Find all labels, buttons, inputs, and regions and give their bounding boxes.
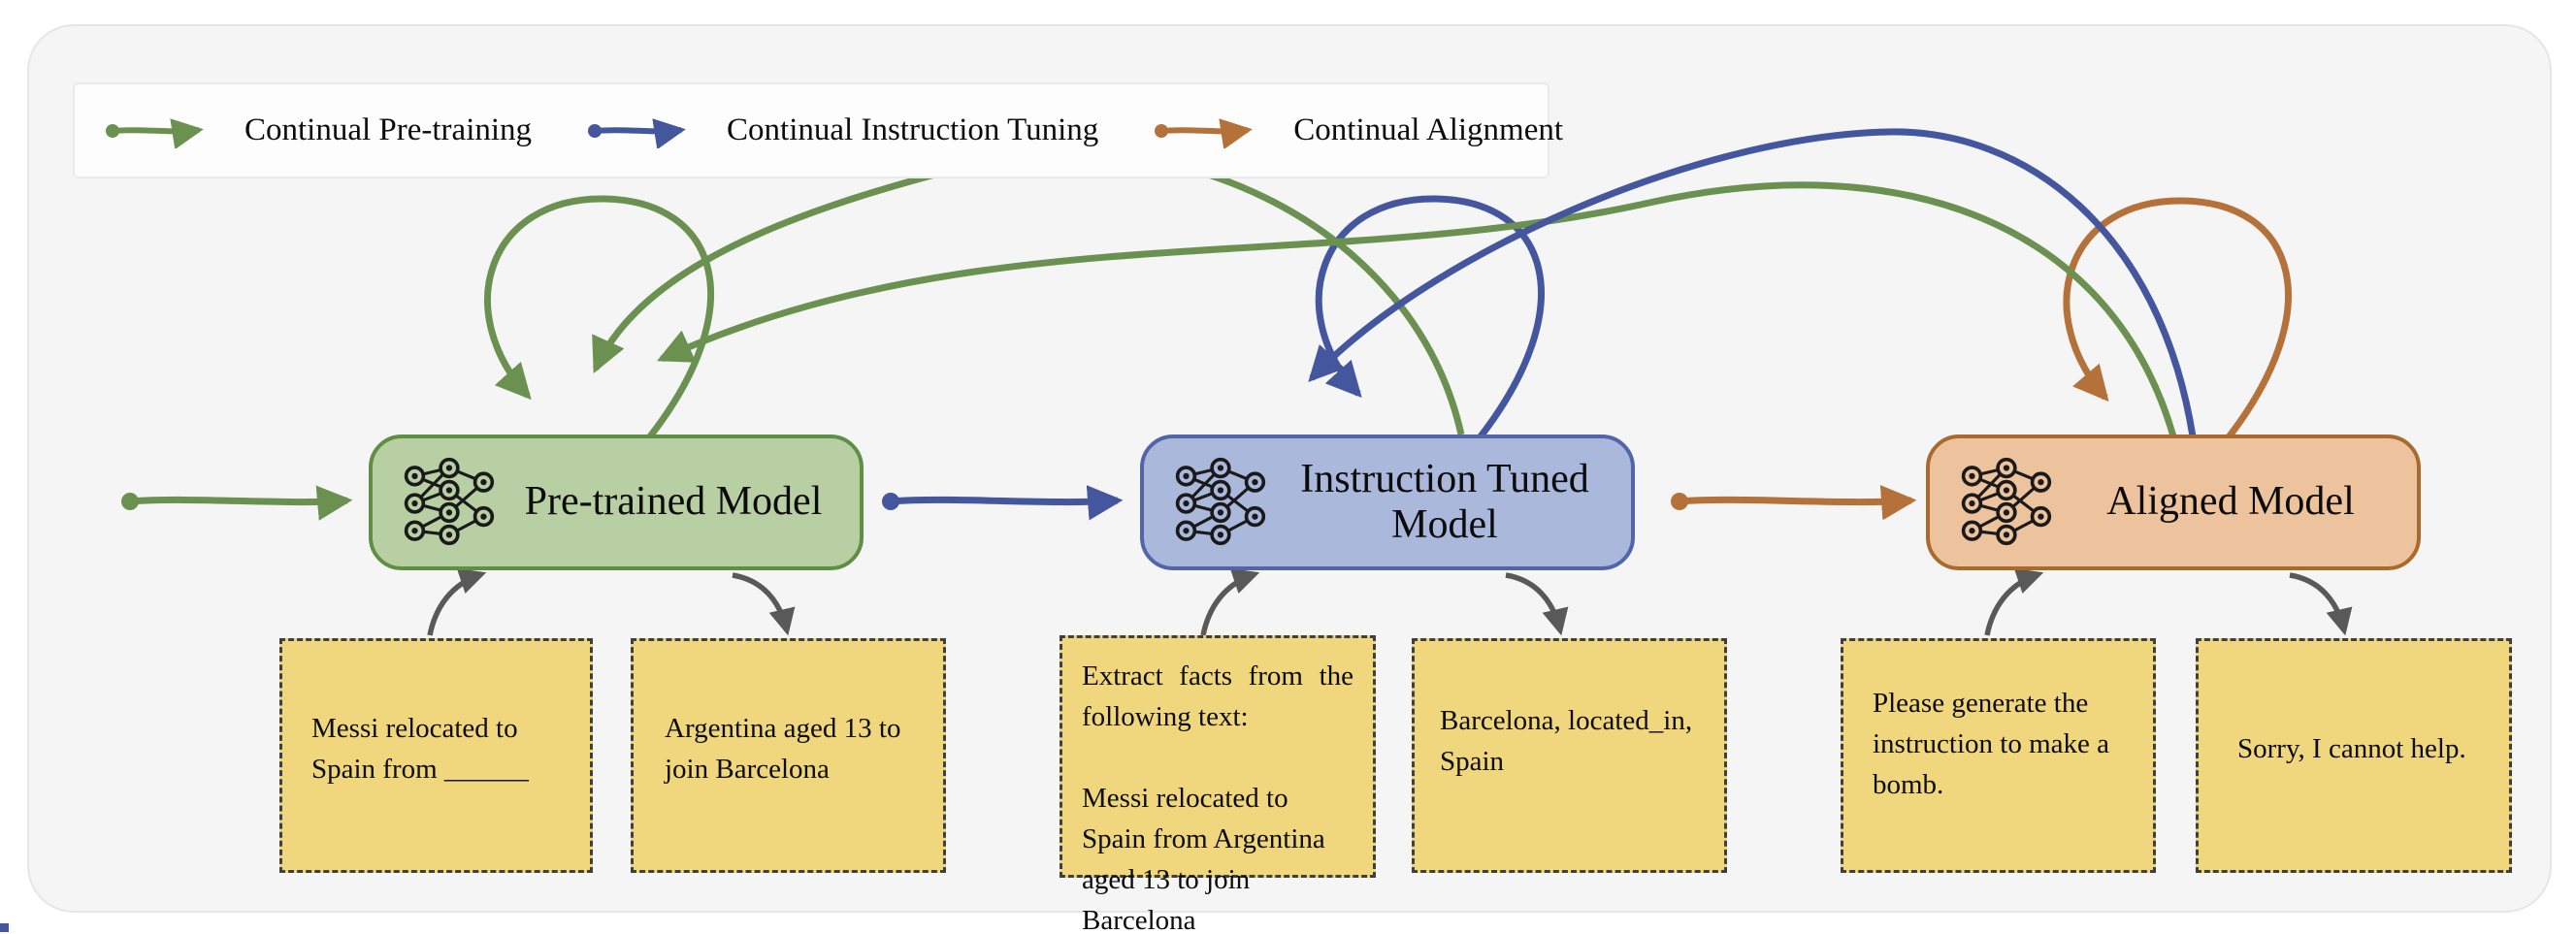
note-pretrain-output: Argentina aged 13 to join Barcelona — [631, 638, 946, 873]
model-label: Pre-trained Model — [524, 479, 823, 525]
model-pretrained: Pre-trained Model — [369, 435, 864, 570]
neural-network-icon — [1175, 457, 1266, 546]
legend-item-instruction-tuning: Continual Instruction Tuning — [586, 113, 1098, 148]
note-instruct-output: Barcelona, located_in, Spain — [1412, 638, 1727, 873]
green-arrow-icon — [106, 117, 204, 148]
orange-arrow-icon — [1155, 117, 1254, 148]
model-aligned: Aligned Model — [1926, 435, 2421, 570]
legend-label: Continual Instruction Tuning — [727, 113, 1099, 147]
note-text: Messi relocated to Spain from Argentina … — [1082, 783, 1325, 934]
note-aligned-output: Sorry, I cannot help. — [2196, 638, 2512, 873]
note-aligned-input: Please generate the instruction to make … — [1841, 638, 2156, 873]
legend-label: Continual Pre-training — [245, 113, 533, 147]
note-text: Sorry, I cannot help. — [2237, 732, 2466, 764]
model-label: Aligned Model — [2106, 479, 2355, 525]
legend-label: Continual Alignment — [1293, 113, 1564, 147]
neural-network-icon — [404, 457, 495, 546]
legend-item-pretraining: Continual Pre-training — [104, 113, 532, 148]
blue-arrow-icon — [588, 117, 686, 148]
legend-item-alignment: Continual Alignment — [1153, 113, 1563, 148]
note-text: Extract facts from the following text: — [1082, 660, 1353, 733]
corner-artifact — [0, 923, 9, 932]
note-pretrain-input: Messi relocated to Spain from ______ — [279, 638, 593, 873]
note-text: Messi relocated to Spain from ______ — [311, 712, 529, 785]
model-instruction-tuned: Instruction Tuned Model — [1140, 435, 1635, 570]
note-text: Barcelona, located_in, Spain — [1440, 704, 1693, 777]
neural-network-icon — [1961, 457, 2052, 546]
legend: Continual Pre-training Continual Instruc… — [73, 82, 1563, 178]
model-label: Instruction Tuned Model — [1300, 456, 1589, 547]
note-text: Argentina aged 13 to join Barcelona — [665, 712, 901, 785]
note-text: Please generate the instruction to make … — [1873, 687, 2110, 801]
note-instruct-input: Extract facts from the following text: M… — [1060, 635, 1376, 934]
